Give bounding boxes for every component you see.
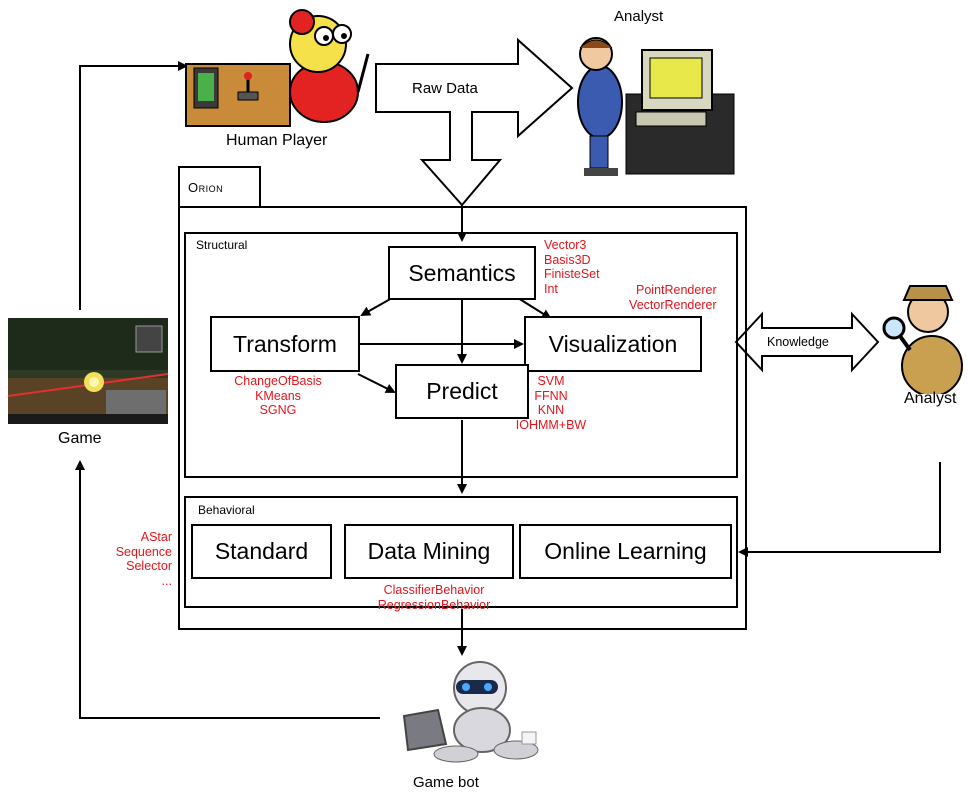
mining-behavior: RegressionBehavior [377, 597, 491, 612]
structural-label: Structural [196, 238, 248, 252]
detective-analyst-illustration [882, 285, 963, 394]
game-behavior: AStar [140, 530, 172, 544]
online-learning-node: Online Learning [519, 524, 732, 579]
structural-panel: Structural [184, 232, 738, 478]
semantics-type: FinisteSet [544, 267, 600, 281]
knowledge-label: Knowledge [767, 335, 829, 349]
game-screenshot [8, 318, 168, 424]
behavioral-panel: Behavioral [184, 496, 738, 608]
raw-data-label: Raw Data [412, 80, 478, 97]
transform-node: Transform [210, 316, 360, 372]
raw-data-arrow [375, 37, 574, 207]
robot-laptop-illustration [402, 661, 539, 763]
bot-to-game-arrow [75, 460, 380, 719]
orion-frame [178, 206, 747, 630]
transform-method: KMeans [255, 388, 301, 403]
semantics-type: Int [544, 281, 558, 296]
data-mining-node: Data Mining [344, 524, 514, 579]
analyst-to-online-arrow [738, 462, 941, 557]
predict-method: KNN [537, 403, 565, 417]
transform-method: SGNG [259, 403, 297, 417]
predict-methods-annotation: SVM FFNN KNN IOHMM+BW [512, 374, 590, 432]
visualization-node: Visualization [524, 316, 702, 372]
standard-node: Standard [191, 524, 332, 579]
human-player-illustration [185, 9, 370, 127]
renderer: VectorRenderer [629, 297, 717, 312]
renderers-annotation: PointRenderer VectorRenderer [629, 283, 717, 312]
game-label: Game [58, 430, 102, 447]
game-behavior: ... [161, 573, 172, 588]
analyst-computer-illustration [577, 37, 735, 176]
mining-behaviors-annotation: ClassifierBehavior RegressionBehavior [366, 583, 502, 612]
game-behaviors-annotation: AStar Sequence Selector ... [100, 530, 172, 588]
predict-method: IOHMM+BW [515, 417, 587, 432]
predict-node: Predict [395, 364, 529, 419]
knowledge-arrow [734, 311, 880, 373]
orion-tab: Orion [178, 166, 261, 208]
semantics-node: Semantics [388, 246, 536, 300]
transform-method: ChangeOfBasis [234, 374, 322, 388]
semantics-types-annotation: Vector3 Basis3D FinisteSet Int [544, 238, 600, 296]
human-player-label: Human Player [226, 132, 328, 149]
predict-method: FFNN [534, 388, 568, 403]
game-to-player-arrow [79, 61, 188, 310]
game-bot-label: Game bot [413, 774, 479, 791]
orion-label: Orion [188, 180, 224, 195]
transform-methods-annotation: ChangeOfBasis KMeans SGNG [228, 374, 328, 418]
behavioral-label: Behavioral [198, 503, 255, 517]
analyst-right-label: Analyst [904, 390, 957, 407]
predict-method: SVM [537, 374, 565, 388]
mining-behavior: ClassifierBehavior [383, 583, 485, 597]
game-behavior: Selector [126, 559, 172, 573]
game-behavior: Sequence [115, 544, 172, 559]
semantics-type: Basis3D [544, 252, 591, 267]
semantics-type: Vector3 [544, 238, 587, 252]
analyst-top-label: Analyst [614, 8, 664, 25]
renderer: PointRenderer [636, 283, 717, 297]
